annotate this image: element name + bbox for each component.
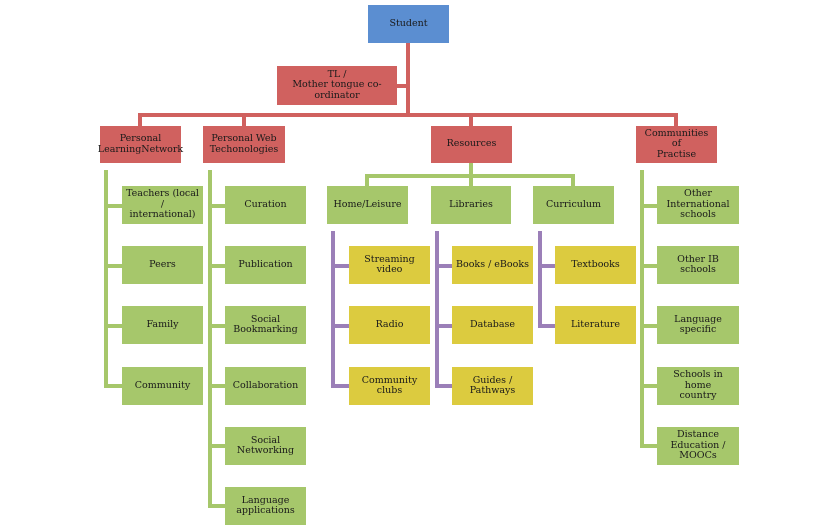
pln-item: Teachers (local / international) [122, 186, 203, 224]
pwt-item-label: Collaboration [232, 379, 299, 391]
coordinator-label: TL / Mother tongue co-ordinator [292, 68, 382, 101]
category-resources-label: Resources [446, 138, 497, 150]
subgroup-curriculum: Curriculum [533, 186, 614, 224]
cop-item: Language specific [657, 306, 739, 344]
pln-item: Family [122, 306, 203, 344]
subgroup-home-leisure: Home/Leisure [327, 186, 408, 224]
pwt-item: Curation [225, 186, 306, 224]
libraries-item: Database [452, 306, 533, 344]
cop-item-label: Distance Education / MOOCs [670, 429, 726, 462]
libraries-item: Guides / Pathways [452, 367, 533, 405]
pwt-item-label: Language applications [236, 494, 295, 516]
cop-item: Schools in home country [657, 367, 739, 405]
home-item-label: Community clubs [361, 374, 418, 396]
student-label: Student [389, 17, 428, 29]
pln-item: Peers [122, 246, 203, 284]
pln-item: Community [122, 367, 203, 405]
pln-item-label: Community [134, 379, 191, 391]
category-resources: Resources [431, 126, 512, 163]
home-leisure-item: Radio [349, 306, 430, 344]
purple-connectors [331, 231, 555, 388]
cop-item: Other International schools [657, 186, 739, 224]
red-connectors [138, 43, 678, 126]
curriculum-item: Literature [555, 306, 636, 344]
coordinator-node: TL / Mother tongue co-ordinator [277, 66, 397, 105]
cop-item: Distance Education / MOOCs [657, 427, 739, 465]
pwt-item: Social Bookmarking [225, 306, 306, 344]
cop-item-label: Language specific [674, 313, 722, 335]
curriculum-item-label: Textbooks [571, 258, 620, 270]
cop-item-label: Other IB schools [677, 253, 719, 275]
pwt-item: Social Networking [225, 427, 306, 465]
libraries-item-label: Database [469, 318, 515, 330]
category-pln-label: Personal LearningNetwork [97, 133, 184, 155]
category-pwt-label: Personal Web Techonologies [209, 133, 279, 155]
pwt-item-label: Social Networking [236, 434, 295, 456]
home-item-label: Radio [375, 318, 404, 330]
pln-item-label: Family [146, 318, 179, 330]
pwt-item-label: Publication [238, 258, 293, 270]
subgroup-libraries: Libraries [431, 186, 511, 224]
subgroup-curriculum-label: Curriculum [545, 198, 602, 210]
pwt-item: Language applications [225, 487, 306, 525]
category-personal-web-technologies: Personal Web Techonologies [203, 126, 285, 163]
pwt-item-label: Social Bookmarking [233, 313, 298, 335]
student-node: Student [368, 5, 449, 43]
pwt-item-label: Curation [244, 198, 287, 210]
curriculum-item-label: Literature [570, 318, 621, 330]
category-communities-of-practise: Communities of Practise [636, 126, 717, 163]
curriculum-item: Textbooks [555, 246, 636, 284]
home-leisure-item: Streaming video [349, 246, 430, 284]
pwt-item: Publication [225, 246, 306, 284]
green-connectors [104, 163, 657, 508]
libraries-item-label: Guides / Pathways [469, 374, 516, 396]
pwt-item: Collaboration [225, 367, 306, 405]
cop-item-label: Other International schools [666, 188, 730, 221]
subgroup-libraries-label: Libraries [449, 198, 493, 210]
libraries-item: Books / eBooks [452, 246, 533, 284]
subgroup-home-label: Home/Leisure [333, 198, 402, 210]
category-cop-label: Communities of Practise [644, 127, 709, 160]
home-item-label: Streaming video [364, 253, 415, 275]
libraries-item-label: Books / eBooks [456, 258, 529, 270]
pln-item-label: Teachers (local / international) [126, 188, 199, 221]
cop-item: Other IB schools [657, 246, 739, 284]
category-personal-learning-network: Personal LearningNetwork [97, 126, 184, 163]
pln-item-label: Peers [149, 258, 176, 270]
home-leisure-item: Community clubs [349, 367, 430, 405]
cop-item-label: Schools in home country [673, 369, 723, 402]
